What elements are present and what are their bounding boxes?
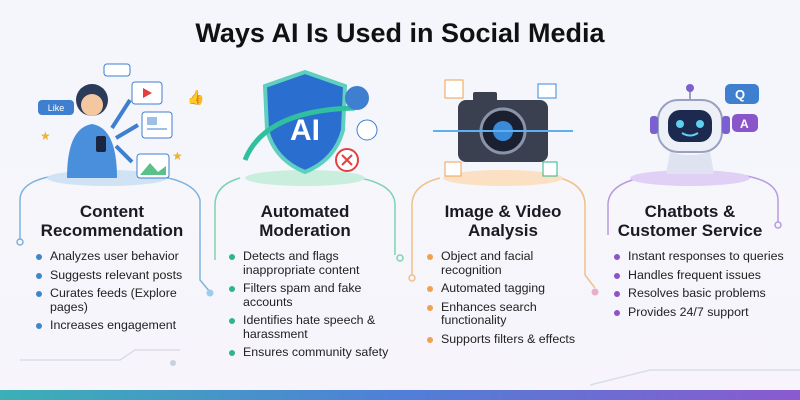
column-image-video-analysis: Image & Video Analysis Object and facial… (403, 50, 603, 351)
bullet-list: Detects and flags inappropriate content … (205, 249, 405, 360)
column-chatbots-customer-service: Q A Chatbots & Customer Service Instant … (590, 50, 790, 324)
bullet-list: Object and facial recognition Automated … (403, 249, 603, 347)
a-badge: A (740, 117, 749, 131)
column-content-recommendation: Like 👍 ★ ★ Content Recommendation Analyz… (12, 50, 212, 338)
list-item: Ensures community safety (229, 345, 399, 360)
svg-text:★: ★ (172, 149, 183, 163)
list-item: Provides 24/7 support (614, 305, 784, 320)
column-automated-moderation: AI Automated Moderation Detects and flag… (205, 50, 405, 365)
person-with-phone-feeds-icon: Like 👍 ★ ★ (12, 50, 212, 190)
page-title: Ways AI Is Used in Social Media (195, 18, 605, 48)
column-heading-line1: Chatbots & (644, 202, 736, 221)
list-item: Enhances search functionality (427, 300, 597, 328)
list-item: Handles frequent issues (614, 268, 784, 283)
list-item: Detects and flags inappropriate content (229, 249, 399, 277)
like-badge: Like (48, 103, 65, 113)
column-heading-line2: Moderation (259, 221, 351, 240)
column-heading-line1: Content (79, 202, 145, 221)
camera-scan-icon (403, 50, 603, 190)
list-item: Resolves basic problems (614, 286, 784, 301)
list-item: Increases engagement (36, 318, 206, 333)
robot-chatbot-icon: Q A (590, 50, 790, 190)
list-item: Instant responses to queries (614, 249, 784, 264)
list-item: Identifies hate speech & harassment (229, 313, 399, 341)
q-badge: Q (735, 87, 745, 102)
list-item: Automated tagging (427, 281, 597, 296)
list-item: Analyzes user behavior (36, 249, 206, 264)
column-heading-line2: Analysis (468, 221, 538, 240)
column-heading-line1: Image & Video (444, 202, 562, 221)
svg-text:👍: 👍 (187, 89, 204, 106)
list-item: Curates feeds (Explore pages) (36, 286, 206, 314)
list-item: Suggests relevant posts (36, 268, 206, 283)
list-item: Object and facial recognition (427, 249, 597, 277)
svg-text:★: ★ (40, 129, 51, 143)
column-heading-line1: Automated (260, 202, 350, 221)
bullet-list: Instant responses to queries Handles fre… (590, 249, 790, 320)
bottom-gradient-bar (0, 390, 800, 400)
ai-shield-icon: AI (205, 50, 405, 190)
column-heading-line2: Customer Service (617, 221, 763, 240)
bullet-list: Analyzes user behavior Suggests relevant… (12, 249, 212, 333)
column-heading-line2: Recommendation (40, 221, 184, 240)
list-item: Supports filters & effects (427, 332, 597, 347)
list-item: Filters spam and fake accounts (229, 281, 399, 309)
